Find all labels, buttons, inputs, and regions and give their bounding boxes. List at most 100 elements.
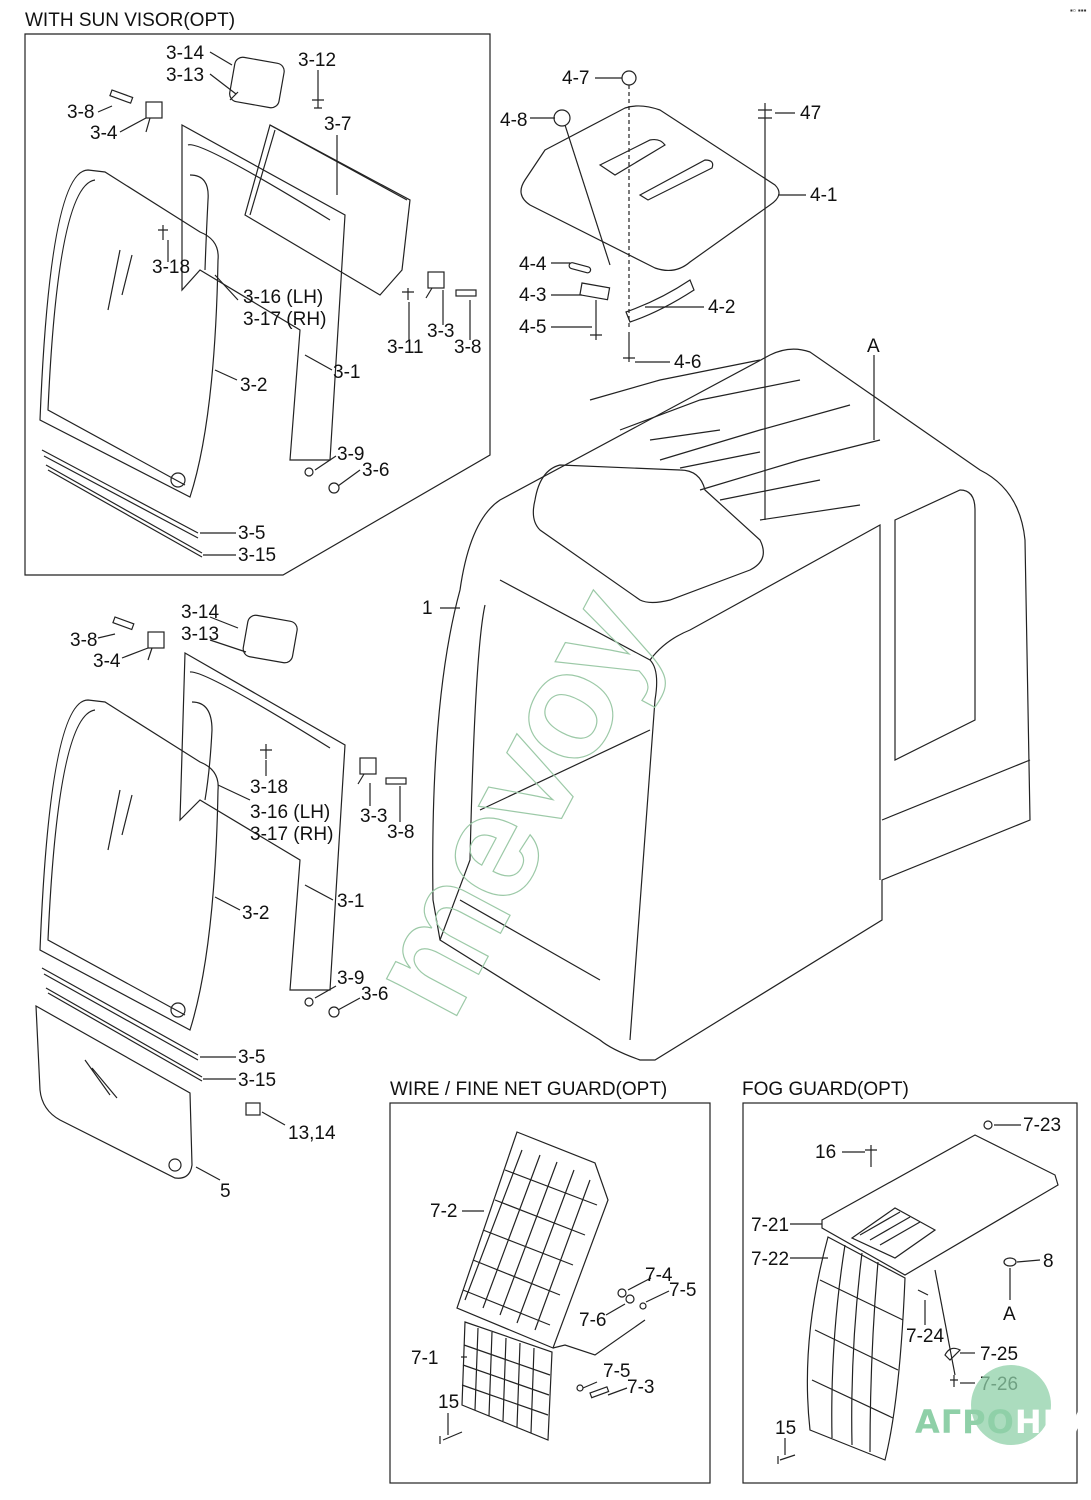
label-A: A: [867, 336, 880, 357]
label-3-9: 3-9: [337, 444, 365, 465]
label-3-2: 3-2: [240, 375, 268, 396]
label-3-12: 3-12: [298, 50, 337, 71]
label-3-15: 3-15: [238, 1070, 277, 1091]
label-7-5: 7-5: [669, 1280, 697, 1301]
label-3-8: 3-8: [70, 630, 98, 651]
label-47: 47: [800, 103, 822, 124]
lw-door-frame-3-1: [179, 651, 346, 991]
fog-guard-bolt-7-24: [917, 1289, 929, 1296]
label-4-8: 4-8: [500, 110, 528, 131]
label-7-5: 7-5: [603, 1361, 631, 1382]
lw-washer-3-9: [304, 997, 314, 1007]
bolt-4-5: [590, 300, 602, 340]
fog-guard-bolt-15: [777, 1454, 796, 1464]
label-13-14: 13,14: [288, 1123, 336, 1144]
label-4-4: 4-4: [519, 254, 547, 275]
bolt-47: [758, 103, 772, 127]
label-4-3: 4-3: [519, 285, 547, 306]
label-7-2: 7-2: [430, 1201, 458, 1222]
sv-door-frame-3-1: [181, 123, 346, 461]
sun-visor-section-title: WITH SUN VISOR(OPT): [25, 10, 236, 31]
label-3-5: 3-5: [238, 523, 266, 544]
label-4-5: 4-5: [519, 317, 547, 338]
lw-handle-3-16: [191, 701, 213, 801]
sv-frame-3-7: [244, 124, 411, 296]
label-7-22: 7-22: [751, 1249, 790, 1270]
lw-bolt-3-8a: [112, 616, 135, 631]
label-7-23: 7-23: [1023, 1115, 1062, 1136]
lw-bolt-3-8b: [385, 777, 407, 785]
sv-seal-3-15: [45, 464, 203, 558]
label-15: 15: [438, 1392, 460, 1413]
wire-guard-frame: [389, 1102, 711, 1484]
logo-text-part2: НКА: [1014, 1403, 1091, 1441]
corner-mark: ▪▫ ▪▪▪: [1070, 6, 1087, 15]
wire-guard-washer-7-5b: [576, 1384, 584, 1392]
cap-4-7: [621, 70, 637, 86]
label-3-17-rh: 3-17 (RH): [243, 309, 327, 330]
label-7-1: 7-1: [411, 1348, 439, 1369]
label-7-21: 7-21: [751, 1215, 790, 1236]
lw-bracket-3-3: [357, 757, 377, 785]
sv-glass-3-2: [39, 169, 219, 498]
wire-guard-washer-7-6: [625, 1294, 635, 1304]
wire-guard-bolt-15: [439, 1431, 463, 1444]
bolt-4-6: [623, 332, 635, 362]
fog-guard-frame: [742, 1102, 1078, 1484]
label-4-7: 4-7: [562, 68, 590, 89]
label-3-1: 3-1: [337, 891, 365, 912]
latch-4-3: [579, 282, 611, 301]
sv-bolt-3-12: [312, 96, 324, 109]
sv-handle-3-16: [189, 174, 209, 271]
logo-text: АГРОНКА: [915, 1403, 1091, 1441]
label-3-16-lh: 3-16 (LH): [250, 802, 331, 823]
sun-visor-frame: [24, 33, 491, 576]
label-3-8: 3-8: [454, 337, 482, 358]
label-7-24: 7-24: [906, 1326, 945, 1347]
sv-washer-3-9: [304, 467, 314, 477]
fog-guard-section-title: FOG GUARD(OPT): [742, 1079, 909, 1100]
wire-guard-7-1: [461, 1321, 553, 1441]
label-3-6: 3-6: [362, 460, 390, 481]
label-3-8: 3-8: [387, 822, 415, 843]
label-3-3: 3-3: [360, 806, 388, 827]
lw-part-13-14: [245, 1102, 261, 1116]
plate-4-4: [568, 262, 592, 274]
sv-mirror: [229, 56, 285, 109]
fog-guard-clip-8: [1003, 1257, 1017, 1267]
logo-text-part1: АГРО: [915, 1403, 1015, 1441]
lw-mirror: [242, 614, 298, 664]
handle-4-2: [625, 279, 695, 323]
label-7-3: 7-3: [627, 1377, 655, 1398]
label-5: 5: [220, 1181, 231, 1202]
sv-bolt-3-8a: [109, 89, 134, 104]
label-4-2: 4-2: [708, 297, 736, 318]
agronka-logo: АГРОНКА: [905, 1365, 1091, 1470]
label-3-6: 3-6: [361, 984, 389, 1005]
sv-bracket-3-3: [425, 271, 445, 299]
fog-guard-clip-7-25: [944, 1347, 962, 1361]
label-3-14: 3-14: [166, 43, 205, 64]
wire-guard-washer-7-5a: [639, 1302, 647, 1310]
label-4-6: 4-6: [674, 352, 702, 373]
label-3-9: 3-9: [337, 968, 365, 989]
label-3-17-rh: 3-17 (RH): [250, 824, 334, 845]
label-3-13: 3-13: [166, 65, 205, 86]
roof-cover-4-1: [520, 105, 780, 272]
label-3-4: 3-4: [93, 651, 121, 672]
label-4-1: 4-1: [810, 185, 838, 206]
wire-guard-7-2: [456, 1131, 609, 1349]
fog-guard-grille-7-22: [806, 1236, 906, 1461]
lw-nut-3-6: [328, 1006, 340, 1018]
label-3-18: 3-18: [152, 257, 191, 278]
sv-bracket-3-4: [145, 101, 163, 133]
label-1: 1: [422, 598, 433, 619]
label-7-6: 7-6: [579, 1310, 607, 1331]
cab-frame-1: [432, 348, 1031, 1061]
label-15: 15: [775, 1418, 797, 1439]
fog-guard-cap-7-23: [983, 1120, 993, 1130]
label-3-11: 3-11: [387, 337, 424, 358]
sv-bolt-3-18: [158, 225, 168, 240]
sv-nut-3-6: [328, 482, 340, 494]
